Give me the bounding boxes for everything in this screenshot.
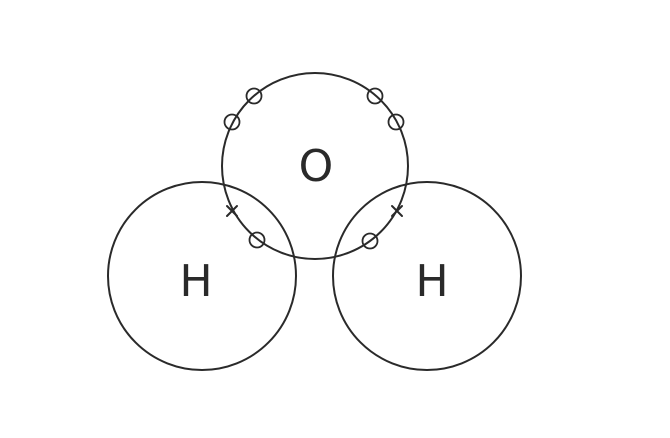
oxygen-bonding-electron xyxy=(361,232,379,250)
oxygen-electron xyxy=(223,113,241,131)
oxygen-bonding-electron xyxy=(248,231,266,249)
hydrogen-left-symbol: H xyxy=(179,256,212,307)
oxygen-electron xyxy=(245,87,263,105)
oxygen-shell xyxy=(221,72,409,260)
hydrogen-left-electron xyxy=(226,205,238,217)
hydrogen-right-symbol: H xyxy=(415,256,448,307)
hydrogen-right-shell xyxy=(332,181,522,371)
hydrogen-left-shell xyxy=(107,181,297,371)
hydrogen-right-electron xyxy=(391,205,403,217)
oxygen-electron xyxy=(387,113,405,131)
oxygen-electron xyxy=(366,87,384,105)
oxygen-symbol: O xyxy=(299,141,334,192)
